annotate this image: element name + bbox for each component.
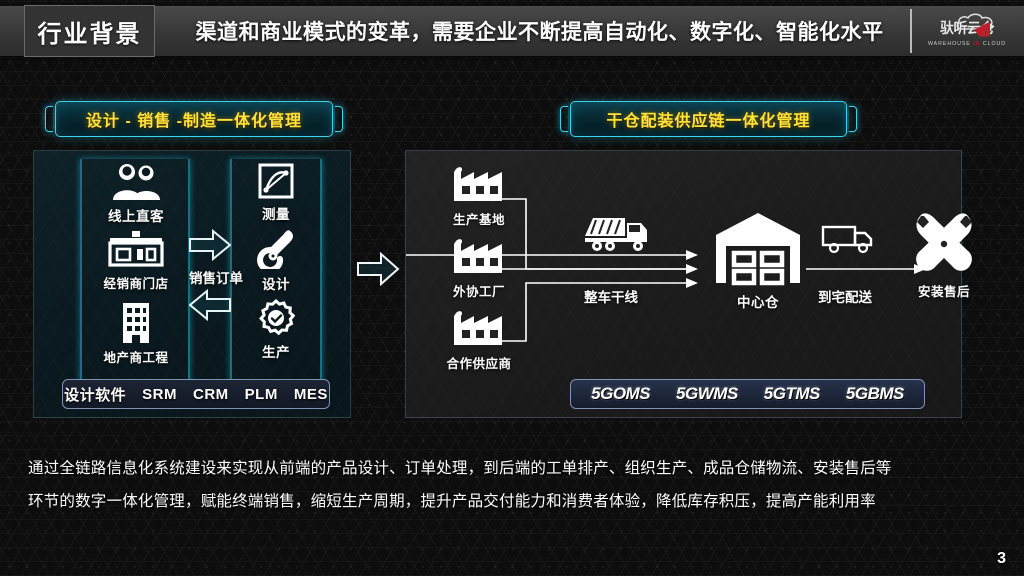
software-crm: CRM (193, 385, 229, 403)
warehouse-icon (716, 213, 800, 286)
footer-paragraph: 通过全链路信息化系统建设来实现从前端的产品设计、订单处理，到后端的工单排产、组织… (28, 452, 996, 518)
node-measure: 测量 (234, 163, 318, 223)
dump-truck-icon (585, 218, 647, 251)
storefront-icon (108, 231, 164, 267)
gear-check-icon (259, 299, 295, 336)
right-panel-title: 干仓配装供应链一体化管理 (560, 101, 857, 137)
node-label: 合作供应商 (446, 357, 512, 371)
badge-oms: 5GOMS (591, 384, 651, 403)
header-section-tab: 行业背景 (24, 5, 155, 57)
badge-bms: 5GBMS (845, 384, 904, 403)
node-label: 安装售后 (917, 285, 970, 299)
node-label: 生产 (262, 345, 290, 360)
building-icon (123, 303, 149, 343)
footer-line-2: 环节的数字一体化管理，赋能终端销售，缩短生产周期，提升产品交付能力和消费者体验，… (28, 493, 876, 510)
left-panel-title: 设计 - 销售 -制造一体化管理 (45, 101, 343, 137)
factory-icon (454, 311, 502, 345)
system-badges-bar: 5GOMS 5GWMS 5GTMS 5GBMS (570, 379, 925, 409)
badge-tms: 5GTMS (763, 384, 821, 403)
page-number: 3 (997, 550, 1006, 567)
node-label: 生产基地 (452, 213, 505, 227)
brand-logo: 驮听云仓 WAREHOUSE IN CLOUD (910, 9, 1016, 53)
factory-icon (454, 239, 502, 273)
trunk-truck (583, 214, 651, 252)
home-delivery-label: 到宅配送 (818, 290, 872, 305)
footer-line-1: 通过全链路信息化系统建设来实现从前端的产品设计、订单处理，到后端的工单排产、组织… (28, 460, 892, 477)
sales-order-label: 销售订单 (189, 271, 243, 286)
software-label: 设计软件 (64, 386, 127, 404)
design-pen-icon (257, 230, 293, 269)
node-label: 经销商门店 (103, 277, 169, 291)
node-label: 中心仓 (737, 295, 779, 310)
wrench-cross-icon (916, 213, 972, 271)
badge-wms: 5GWMS (676, 384, 738, 403)
factory-icon (454, 167, 502, 201)
node-install-after-sales: 安装售后 (896, 213, 992, 300)
logo-en-text: WAREHOUSE IN CLOUD (927, 40, 1007, 47)
panel-texture (34, 151, 350, 417)
node-developer-project: 地产商工程 (86, 299, 186, 366)
design-software-bar: 设计软件 SRM CRM PLM MES (62, 379, 330, 409)
slide-header: 行业背景 渠道和商业模式的变革，需要企业不断提高自动化、数字化、智能化水平 驮听… (0, 5, 1024, 57)
home-delivery-icon-wrap (821, 221, 877, 255)
software-mes: MES (293, 385, 328, 403)
sales-order-arrow-forward (189, 229, 231, 261)
sales-order-arrow-backward (189, 289, 231, 321)
software-srm: SRM (142, 385, 177, 403)
arrow-right-icon (357, 252, 400, 286)
node-dealer-store: 经销商门店 (86, 229, 186, 292)
design-sales-manufacture-panel: 线上直客 经销商门店 地产商工程 销售订单 (33, 150, 351, 418)
page-title: 渠道和商业模式的变革，需要企业不断提高自动化、数字化、智能化水平 (195, 21, 884, 44)
node-label: 线上直客 (108, 209, 164, 224)
node-design: 设计 (234, 229, 318, 293)
node-outsourced-factory: 外协工厂 (424, 237, 534, 300)
users-icon (113, 164, 160, 200)
delivery-van-icon (821, 225, 873, 254)
supply-chain-panel: 生产基地 外协工厂 合作供应商 整车干线 (405, 150, 972, 418)
node-partner-supplier: 合作供应商 (424, 309, 534, 372)
node-label: 设计 (262, 277, 290, 292)
production-flow-column (230, 159, 322, 384)
node-online-customer: 线上直客 (86, 163, 186, 225)
customer-channel-column (80, 159, 190, 384)
node-label: 测量 (262, 207, 290, 222)
node-label: 地产商工程 (103, 351, 169, 365)
logo-mark: 驮听云仓 (940, 13, 995, 40)
panel-transition-arrow (356, 252, 400, 286)
cloud-icon (956, 13, 994, 30)
node-label: 外协工厂 (452, 285, 505, 299)
measure-chart-icon (258, 163, 294, 199)
software-plm: PLM (244, 385, 278, 403)
node-central-warehouse: 中心仓 (706, 209, 810, 311)
flow-connectors (406, 198, 926, 342)
trunk-line-label: 整车干线 (584, 290, 638, 305)
node-production: 生产 (234, 299, 318, 361)
node-production-base: 生产基地 (424, 165, 534, 228)
